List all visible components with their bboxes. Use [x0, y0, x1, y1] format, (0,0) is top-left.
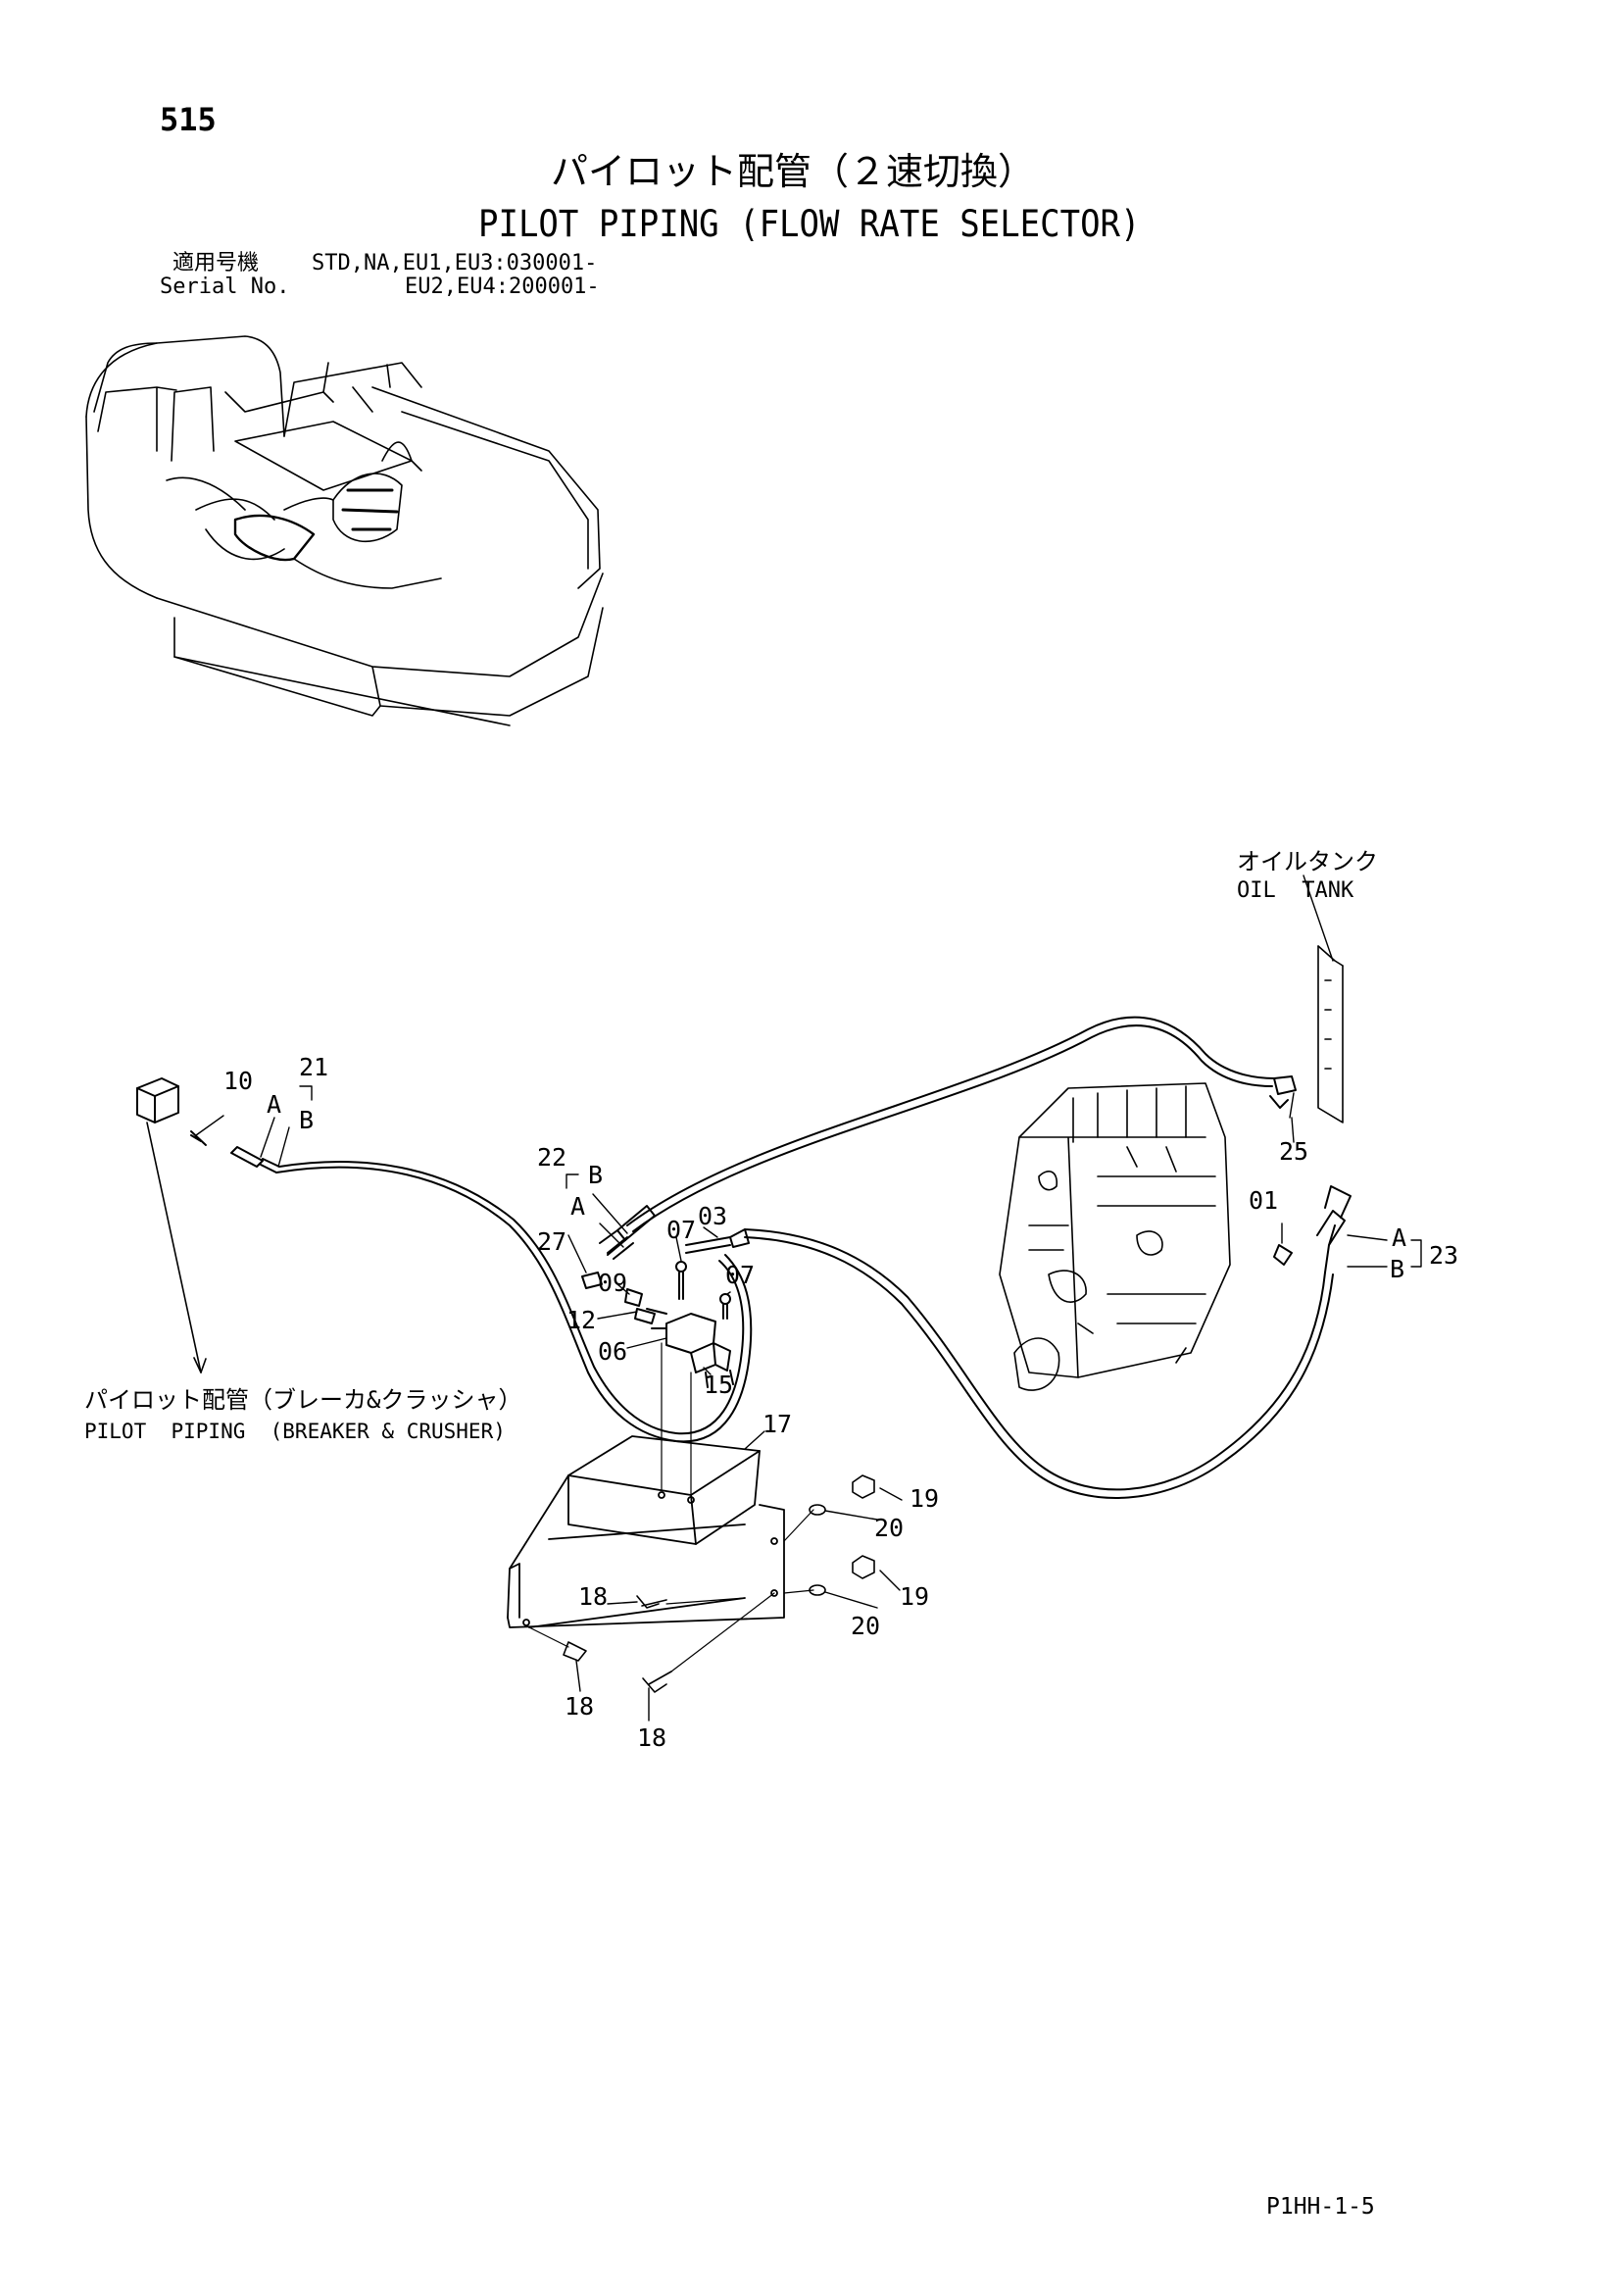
callout-21: 21	[299, 1053, 329, 1081]
callout-27: 27	[537, 1227, 567, 1256]
oil-tank-bracket	[1289, 874, 1344, 1123]
serial-range-1: STD,NA,EU1,EU3:030001-	[312, 251, 598, 275]
callout-19: 19	[910, 1484, 940, 1513]
page-code: P1HH-1-5	[1266, 2194, 1375, 2220]
callout-B: B	[1390, 1255, 1405, 1283]
page-title-english: PILOT PIPING (FLOW RATE SELECTOR)	[478, 202, 1141, 246]
callout-18: 18	[578, 1582, 609, 1611]
callout-03: 03	[698, 1202, 728, 1230]
callout-20: 20	[874, 1514, 905, 1542]
page-number: 515	[160, 101, 217, 138]
pilot-hose-21	[190, 1130, 753, 1443]
fasteners	[528, 1474, 875, 1693]
callout-18: 18	[565, 1692, 595, 1721]
callout-06: 06	[598, 1337, 628, 1366]
mounting-bracket	[507, 1342, 785, 1628]
excavator-overview-illustration	[85, 335, 604, 726]
callout-19: 19	[900, 1582, 930, 1611]
callout-25: 25	[1279, 1137, 1309, 1166]
page-title-japanese: パイロット配管（２速切換）	[551, 150, 1036, 193]
callout-B: B	[588, 1161, 604, 1189]
callout-A: A	[1392, 1223, 1407, 1252]
callout-10: 10	[223, 1067, 254, 1095]
callout-20: 20	[851, 1612, 881, 1640]
control-valve	[999, 1082, 1231, 1391]
pilot-hose-23	[729, 1185, 1352, 1499]
manifold-block	[581, 1236, 734, 1388]
callout-22: 22	[537, 1143, 567, 1172]
breaker-piping-label-japanese: パイロット配管（ブレーカ&クラッシャ）	[84, 1386, 522, 1414]
oil-tank-label-japanese: オイルタンク	[1237, 848, 1378, 875]
callout-12: 12	[566, 1306, 597, 1334]
callout-A: A	[267, 1090, 282, 1119]
callout-23: 23	[1429, 1241, 1459, 1270]
callout-B: B	[299, 1106, 315, 1134]
callout-18: 18	[637, 1723, 667, 1752]
callout-09: 09	[598, 1269, 628, 1297]
callout-A: A	[570, 1192, 586, 1221]
serial-label-english: Serial No.	[160, 275, 290, 299]
callout-15: 15	[704, 1371, 734, 1399]
serial-label-japanese: 適用号機	[172, 251, 260, 275]
callout-17: 17	[762, 1410, 793, 1438]
pilot-hose-oil-tank	[599, 1016, 1297, 1256]
callout-07: 07	[725, 1261, 756, 1289]
breaker-piping-label-english: PILOT PIPING (BREAKER & CRUSHER)	[84, 1420, 506, 1443]
oil-tank-label-english: OIL TANK	[1237, 878, 1354, 903]
callout-leaders	[195, 1085, 1422, 1722]
serial-range-2: EU2,EU4:200001-	[405, 275, 600, 299]
solenoid-valve	[136, 1077, 207, 1373]
callout-07: 07	[666, 1216, 697, 1244]
callout-01: 01	[1249, 1186, 1279, 1215]
